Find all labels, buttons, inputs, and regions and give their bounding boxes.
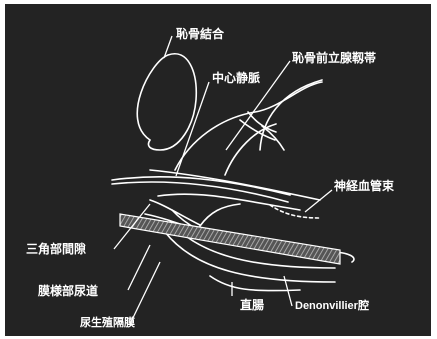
label-urogenital-diaphragm: 尿生殖隔膜 [80, 315, 135, 329]
central-vein-line [112, 177, 290, 195]
label-membranous-urethra: 膜様部尿道 [38, 283, 98, 298]
vessel-line [262, 126, 284, 150]
label-puboprostatic-ligament: 恥骨前立腺靱帯 [292, 50, 376, 65]
label-rectum: 直腸 [240, 297, 264, 312]
leader-line-urogenital [130, 262, 160, 324]
leader-line-neurovascular [305, 190, 332, 212]
label-pubic-symphysis: 恥骨結合 [176, 26, 225, 41]
pubic-symphysis-shape [137, 54, 196, 150]
triangular-space-lines [200, 204, 240, 226]
label-triangular-space: 三角部間隙 [26, 241, 86, 256]
label-denonvilliers-space: Denonvillier腔 [295, 298, 369, 312]
nerve-line [158, 194, 300, 210]
central-vein-line [112, 182, 288, 202]
denonvillier-curve [270, 205, 320, 218]
label-neurovascular-bundle: 神経血管束 [334, 178, 395, 193]
leader-line-central-vein [176, 82, 209, 176]
leader-line-membranous [128, 245, 150, 290]
nerve-line [150, 170, 320, 200]
label-central-vein: 中心静脈 [212, 70, 260, 85]
